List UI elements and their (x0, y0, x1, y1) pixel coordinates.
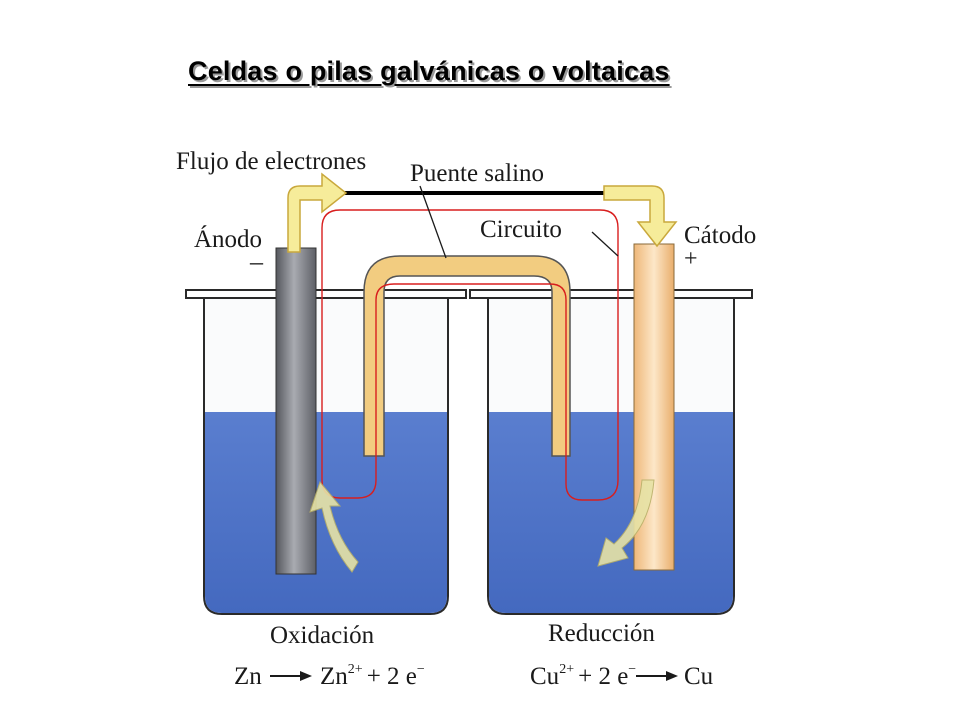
circuit-line (321, 209, 619, 501)
zinc-anode (275, 247, 317, 575)
reduction-reaction-arrow (636, 671, 678, 681)
anode-label: Ánodo (194, 225, 262, 253)
salt-bridge (363, 255, 571, 457)
reduction-label: Reducción (548, 620, 655, 647)
oxidation-product: Zn (320, 663, 348, 690)
oxidation-electron-charge: − (417, 662, 425, 677)
anode-sign: – (249, 247, 264, 276)
circuit-label: Circuito (480, 216, 562, 243)
circuit-pointer (591, 231, 619, 257)
cathode-label: Cátodo (684, 222, 756, 249)
electron-flow-arrow-left (287, 172, 348, 253)
electron-flow-arrow-right (603, 185, 678, 248)
electron-flow-label: Flujo de electrones (176, 148, 366, 175)
reduction-reactant: Cu (530, 663, 560, 690)
oxidation-arrow (309, 480, 359, 573)
svg-text:Zn2++ 2 e−: Zn2+ + 2 e− (320, 662, 425, 690)
right-beaker (469, 289, 753, 615)
oxidation-reaction-arrow (270, 671, 312, 681)
reduction-product: Cu (684, 663, 714, 690)
reduction-arrow (597, 479, 655, 567)
salt-bridge-label: Puente salino (410, 160, 544, 187)
oxidation-electrons: + 2 e (367, 663, 417, 690)
reduction-reactant-charge: 2+ (559, 662, 574, 677)
oxidation-reactant: Zn (234, 663, 262, 690)
oxidation-label: Oxidación (270, 622, 375, 649)
reduction-equation: Cu2++ 2 e− Cu (530, 662, 714, 690)
left-beaker (185, 289, 467, 615)
copper-solution (489, 412, 733, 613)
svg-text:Cu2++ 2 e−: Cu2+ + 2 e− (530, 662, 636, 690)
oxidation-equation: Zn Zn2++ 2 e− (234, 662, 425, 690)
cathode-sign: + (684, 246, 698, 272)
reduction-electron-charge: − (628, 662, 636, 677)
salt-bridge-pointer (419, 185, 447, 259)
reduction-electrons: + 2 e (578, 663, 628, 690)
oxidation-product-charge: 2+ (348, 662, 363, 677)
page-title: Celdas o pilas galvánicas o voltaicas (188, 56, 670, 86)
